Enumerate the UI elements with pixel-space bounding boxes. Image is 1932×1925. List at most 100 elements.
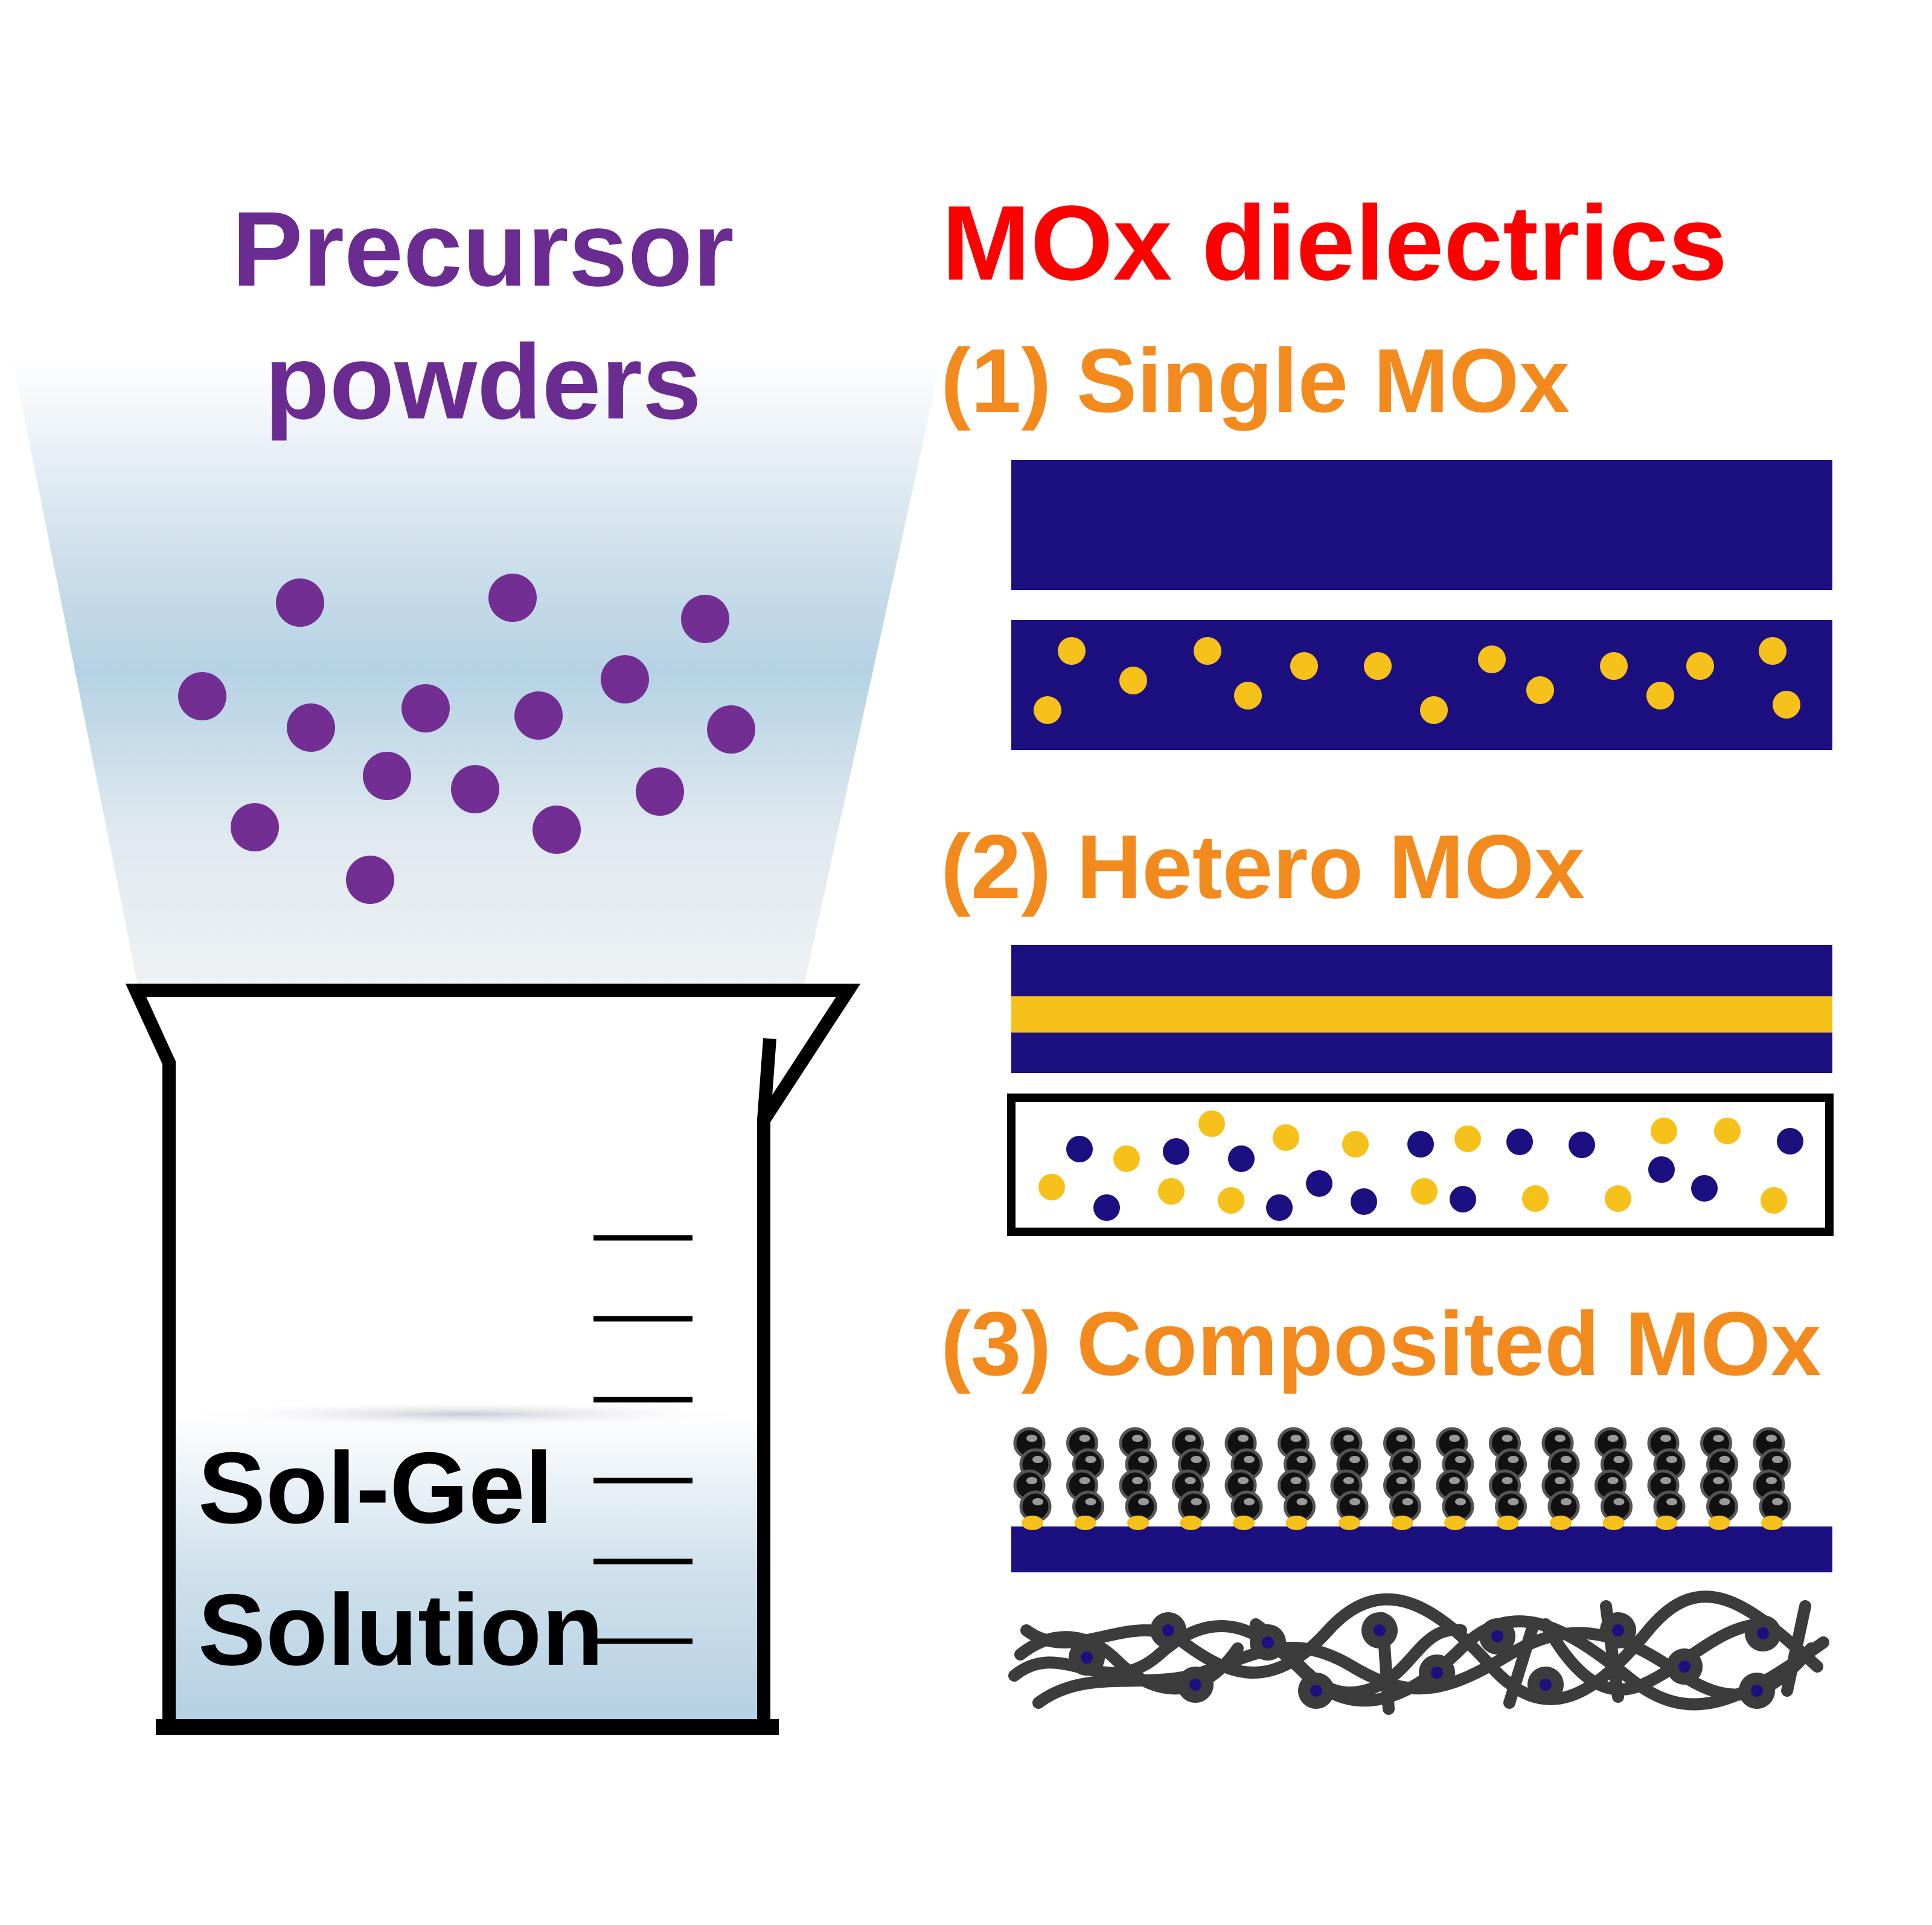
sam-base-layer [1011, 1526, 1832, 1572]
sam-molecule [1013, 1427, 1052, 1530]
polymer-node-core [1162, 1624, 1174, 1636]
sam-molecule-highlight [1032, 1498, 1043, 1505]
composited-polymer-network [1008, 1590, 1829, 1715]
sam-molecule-highlight [1032, 1456, 1043, 1463]
dopant-particle [1234, 682, 1262, 709]
gold-particle [1522, 1185, 1549, 1212]
solution-label: Solution [198, 1573, 604, 1686]
sam-molecule-highlight [1238, 1477, 1249, 1484]
sam-molecule-highlight [1449, 1477, 1460, 1484]
sam-molecule-highlight [1555, 1477, 1566, 1484]
precursor-particle [636, 767, 684, 816]
dopant-particle [1526, 676, 1554, 704]
gold-particle [1218, 1187, 1244, 1214]
gold-particle [1158, 1178, 1185, 1205]
navy-particle [1093, 1194, 1120, 1221]
sam-molecule-highlight [1349, 1498, 1360, 1505]
precursor-particle [231, 803, 279, 851]
navy-particle [1648, 1156, 1675, 1183]
precursor-particle [451, 765, 499, 813]
sam-molecule-highlight [1508, 1498, 1519, 1505]
gold-particle [1454, 1126, 1481, 1152]
sam-molecule-highlight [1290, 1477, 1302, 1484]
sam-anchor-head [1285, 1516, 1308, 1530]
sam-molecule-highlight [1613, 1456, 1625, 1463]
sam-molecule-highlight [1607, 1477, 1619, 1484]
sam-anchor-head [1339, 1516, 1360, 1530]
precursor-particle [178, 672, 226, 720]
precursor-particle [401, 684, 450, 732]
measurement-marks [593, 1235, 693, 1644]
sam-molecule [1066, 1427, 1104, 1530]
sam-molecule [1119, 1427, 1157, 1530]
sam-molecule [1224, 1427, 1263, 1530]
single-mox-doped-layer [1011, 620, 1832, 750]
sam-molecule-highlight [1449, 1435, 1460, 1442]
composited-sam-layer [1011, 1427, 1832, 1572]
sam-molecule-highlight [1713, 1435, 1724, 1442]
polymer-node-core [1431, 1667, 1443, 1679]
sam-anchor-head [1761, 1516, 1783, 1530]
sam-molecule-highlight [1402, 1498, 1413, 1505]
navy-particle [1569, 1132, 1595, 1158]
sam-molecule-highlight [1185, 1477, 1196, 1484]
sam-molecule-highlight [1296, 1498, 1308, 1505]
sam-molecule-highlight [1185, 1435, 1196, 1442]
sam-anchor-head [1391, 1516, 1413, 1530]
sam-molecule-highlight [1508, 1456, 1519, 1463]
polymer-node-core [1540, 1679, 1552, 1691]
sam-molecule-highlight [1666, 1456, 1677, 1463]
mox-dielectrics-title: MOx dielectrics [942, 184, 1728, 303]
sam-molecule-highlight [1502, 1477, 1513, 1484]
navy-particle [1450, 1186, 1476, 1212]
sam-molecule [1383, 1427, 1421, 1530]
dopant-particle [1034, 696, 1061, 724]
sam-molecule-highlight [1138, 1498, 1149, 1505]
polymer-node-core [1310, 1685, 1322, 1697]
sam-molecule-highlight [1772, 1498, 1783, 1505]
dopant-particle [1119, 667, 1147, 694]
sam-anchor-head [1550, 1516, 1572, 1530]
sam-molecule-highlight [1660, 1477, 1671, 1484]
precursor-particle [287, 703, 335, 752]
sam-molecule-highlight [1660, 1435, 1671, 1442]
polymer-node-core [1374, 1624, 1386, 1636]
precursor-title-line2: powders [264, 323, 702, 441]
sam-molecule [1436, 1427, 1474, 1530]
sam-molecule-highlight [1079, 1477, 1090, 1484]
sam-molecule-highlight [1561, 1498, 1572, 1505]
sam-molecule-highlight [1244, 1456, 1255, 1463]
precursor-particle [276, 578, 324, 627]
sam-molecule-highlight [1290, 1435, 1302, 1442]
navy-particle [1351, 1188, 1377, 1215]
dopant-particle [1686, 652, 1714, 680]
sam-molecule-highlight [1396, 1477, 1407, 1484]
sam-molecule-highlight [1772, 1456, 1783, 1463]
sam-molecules [1013, 1427, 1791, 1530]
polymer-chains [1008, 1590, 1829, 1715]
dopant-particle [1364, 652, 1392, 680]
dopant-particle [1478, 645, 1506, 673]
gold-particle [1605, 1185, 1631, 1212]
polymer-node-core [1751, 1685, 1763, 1697]
sam-molecule-highlight [1191, 1498, 1202, 1505]
hetero-mox-label: (2) Hetero MOx [941, 816, 1585, 917]
sam-molecule-highlight [1244, 1498, 1255, 1505]
sam-molecule-highlight [1343, 1477, 1354, 1484]
dopant-particles [1034, 637, 1800, 724]
sam-anchor-head [1708, 1516, 1730, 1530]
sam-molecule [1278, 1427, 1316, 1530]
hetero-mox-mixed [1007, 1094, 1834, 1236]
sam-molecule-highlight [1132, 1435, 1143, 1442]
dopant-particle [1420, 696, 1448, 724]
sam-anchor-head [1022, 1516, 1043, 1530]
sam-molecule-highlight [1455, 1498, 1466, 1505]
mixed-layer-frame [1007, 1094, 1834, 1236]
navy-particle [1066, 1136, 1093, 1162]
sam-molecule-highlight [1085, 1456, 1096, 1463]
sam-molecule-highlight [1238, 1435, 1249, 1442]
single-mox-label: (1) Single MOx [941, 330, 1570, 431]
sam-molecule-highlight [1026, 1477, 1037, 1484]
gold-particle [1651, 1118, 1677, 1144]
